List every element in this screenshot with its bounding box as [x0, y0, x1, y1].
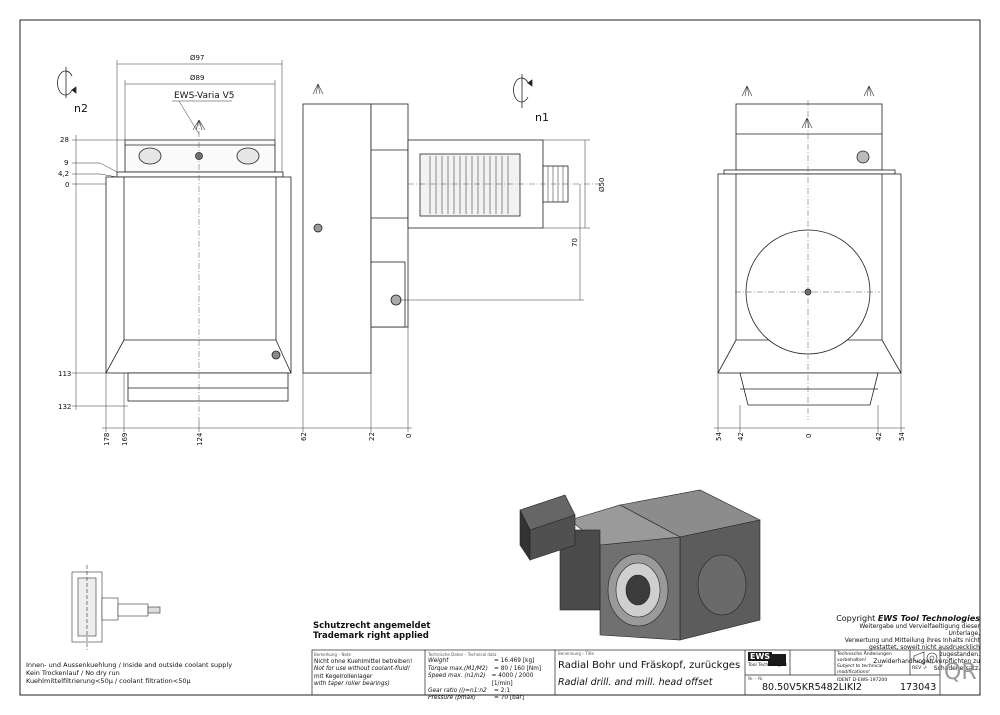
tech-row: Pressure (pmax)= 70 [bar] [428, 695, 525, 702]
front-view [105, 103, 569, 402]
ews-logo-mark [768, 654, 786, 666]
coolant-spray-icon [192, 83, 324, 131]
dim-side-42-left: 42 [737, 432, 745, 441]
dim-bottom-124: 124 [196, 432, 204, 446]
tech-row: Gear ratio (i)=n1:n2= 2:1 [428, 688, 511, 695]
dim-side-0: 0 [805, 434, 813, 438]
copyright-line: Zuwiderhandlungen verpflichten zu Schade… [873, 658, 980, 672]
dim-dia50: Ø50 [598, 178, 606, 192]
coolant-note-1: Innen- und Aussenkuehlung / Inside and o… [26, 661, 233, 669]
varia-label: EWS-Varia V5 [174, 91, 234, 101]
dim-left-0: 0 [65, 181, 69, 189]
dim-bottom-0: 0 [405, 434, 413, 438]
description-cell: Benennung – Title Radial Bohr und Fräsko… [558, 651, 744, 688]
remarks-header: Bemerkung – Note [314, 652, 352, 657]
coolant-schematic [71, 565, 161, 650]
rotation-label-n2: n2 [74, 102, 88, 115]
remark-line: Nicht ohne Kuehlmittel betreiben! [314, 658, 413, 665]
coolant-note-3: Kuehlmittelfiltrierung<50µ / coolant fil… [26, 677, 191, 685]
side-centerlines [735, 100, 880, 420]
dim-side-54-right: 54 [898, 432, 906, 441]
change-notice-de: Technische Änderungen vorbehalten! [837, 652, 892, 663]
revision: REV -/- [912, 666, 928, 671]
tech-data-cell: Technische Daten – Technical data Weight… [428, 651, 554, 703]
description-en: Radial drill. and mill. head offset [558, 677, 713, 688]
dim-left-113: 113 [58, 370, 71, 378]
dim-side-42-right: 42 [875, 432, 883, 441]
side-dimension-lines [714, 373, 905, 432]
tech-row: Weight= 16.469 [kg] [428, 658, 535, 665]
coolant-notes: Innen- und Aussenkuehlung / Inside and o… [26, 661, 306, 685]
protection-notice: Schutzrecht angemeldet Trademark right a… [313, 621, 430, 641]
dim-left-9: 9 [64, 159, 68, 167]
side-view [717, 103, 902, 406]
description-header: Benennung – Title [558, 651, 594, 656]
copyright-title: Copyright EWS Tool Technologies [836, 614, 980, 623]
copyright-block: Copyright EWS Tool Technologies Weiterga… [832, 614, 984, 673]
ews-logo-text: EWS [748, 652, 773, 661]
projection-symbol-icon [913, 651, 938, 665]
coolant-note-2: Kein Trockenlauf / No dry run [26, 669, 120, 677]
drawing-number: 173043 [900, 682, 937, 693]
copyright-line: Verwertung und Mitteilung ihres Inhalts … [844, 637, 980, 644]
title-block-frame [311, 649, 981, 696]
part-number: 80.50V5KR5482LIKI2 [762, 682, 862, 693]
front-centerlines [198, 120, 600, 420]
remark-line: Not for use without coolant-fluid! [314, 666, 411, 673]
dim-bottom-169: 169 [121, 433, 129, 446]
isometric-render [519, 489, 761, 641]
description-de: Radial Bohr und Fräskopf, zurückges [558, 660, 741, 671]
copyright-line: Weitergabe und Vervielfaeltigung dieser … [859, 623, 980, 637]
dim-side-54-left: 54 [715, 432, 723, 441]
change-notice-cell: Technische Änderungen vorbehalten! Subje… [837, 652, 909, 684]
tech-row: Torque max.(M1/M2)= 80 / 160 [Nm] [428, 665, 542, 672]
dim-bottom-22: 22 [368, 432, 376, 441]
ews-logo-sub: Tool Technologies [748, 663, 788, 668]
dim-bottom-62: 62 [300, 432, 308, 441]
front-dimension-lines [72, 60, 590, 432]
ident-number: IDENT D-EWS-197200 [837, 678, 888, 683]
dim-dia97: Ø97 [190, 54, 204, 62]
dim-left-4-2: 4,2 [58, 170, 69, 178]
rotation-label-n1: n1 [535, 111, 549, 124]
dim-left-28: 28 [60, 136, 69, 144]
dim-bottom-178: 178 [103, 433, 111, 446]
protection-de: Schutzrecht angemeldet [313, 621, 431, 631]
rotation-arrow-n2-icon [57, 67, 77, 98]
change-notice-en: Subject to technical modifications! [837, 664, 883, 675]
copyright-line: gestattet, soweit nicht ausdruecklich zu… [869, 644, 980, 658]
ews-logo: EWS Tool Technologies [748, 652, 788, 670]
part-number-header: Nr. – Nr. [748, 676, 764, 681]
tech-row: Speed max. (n1/n2)= 4000 / 2000 [1/min] [428, 673, 534, 687]
dim-dia89: Ø89 [190, 74, 204, 82]
tech-header: Technische Daten – Technical data [428, 652, 497, 657]
dim-70: 70 [571, 238, 579, 247]
side-coolant-spray-icon [741, 85, 875, 129]
protection-en: Trademark right applied [313, 631, 429, 641]
remarks-cell: Bemerkung – Note Nicht ohne Kuehlmittel … [314, 651, 424, 689]
rotation-arrow-n1-icon [513, 74, 533, 108]
remark-line: with taper roller bearings) [314, 681, 390, 688]
dim-left-132: 132 [58, 403, 71, 411]
remark-line: mit Kegelrollenlager [314, 673, 373, 680]
qr-placeholder: QR [944, 660, 977, 685]
